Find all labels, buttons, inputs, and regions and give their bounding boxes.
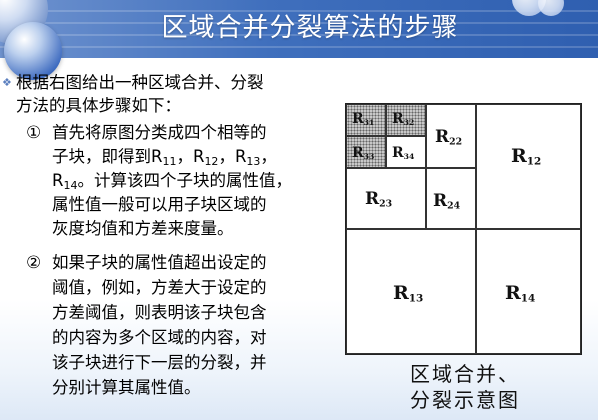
region-r31: R31 bbox=[346, 104, 386, 136]
decorative-orb bbox=[538, 0, 564, 16]
step-1-text: ，R bbox=[176, 147, 205, 166]
slide-title: 区域合并分裂算法的步骤 bbox=[161, 13, 459, 43]
region-r33: R33 bbox=[346, 136, 386, 168]
region-label: R22 bbox=[435, 127, 463, 148]
region-r13: R13 bbox=[346, 229, 476, 354]
region-label: R14 bbox=[505, 282, 536, 305]
step-1-line-3: R14。计算该四个子块的属性值， bbox=[52, 170, 292, 197]
region-label: R31 bbox=[352, 111, 375, 127]
region-r24: R24 bbox=[426, 168, 476, 229]
title-bar: 区域合并分裂算法的步骤 bbox=[0, 0, 598, 58]
step-2-line-3: 方差阈值，则表明该子块包含 bbox=[52, 303, 267, 322]
intro-line-2: 方法的具体步骤如下： bbox=[16, 96, 181, 115]
step-2-line-2: 阈值，例如，方差大于设定的 bbox=[52, 278, 267, 297]
region-r22: R22 bbox=[426, 104, 476, 168]
step-1-marker: ① bbox=[26, 123, 42, 143]
region-r34: R34 bbox=[386, 136, 426, 168]
region-r12: R12 bbox=[476, 104, 581, 229]
intro-line-1: 根据右图给出一种区域合并、分裂 bbox=[16, 73, 264, 92]
step-1-text: ，R bbox=[218, 147, 247, 166]
region-label: R12 bbox=[511, 145, 542, 168]
quadtree-diagram: R31 R32 R33 R34 R22 R23 R24 R12 R13 R14 bbox=[345, 103, 582, 355]
region-label: R24 bbox=[433, 191, 461, 212]
region-r23: R23 bbox=[346, 168, 426, 229]
diamond-bullet-icon: ❖ bbox=[2, 76, 12, 89]
step-1-line-1: 首先将原图分类成四个相等的 bbox=[52, 123, 267, 142]
step-2-marker: ② bbox=[26, 253, 42, 273]
subscript: 14 bbox=[63, 179, 78, 192]
decorative-orb bbox=[512, 0, 546, 16]
subscript: 11 bbox=[162, 155, 177, 168]
decorative-orb bbox=[4, 22, 62, 80]
subscript: 12 bbox=[204, 155, 219, 168]
step-2-line-6: 分别计算其属性值。 bbox=[52, 378, 201, 397]
step-1-text: R bbox=[52, 171, 64, 190]
header-stripe bbox=[0, 46, 598, 48]
step-2-line-5: 该子块进行下一层的分裂，并 bbox=[52, 353, 267, 372]
step-1-text: 子块，即得到R bbox=[52, 147, 163, 166]
step-2-line-4: 的内容为多个区域的内容，对 bbox=[52, 328, 267, 347]
step-1-line-5: 灰度均值和方差来度量。 bbox=[52, 219, 234, 238]
diagram-caption-line-2: 分裂示意图 bbox=[410, 388, 520, 412]
region-r32: R32 bbox=[386, 104, 426, 136]
header-stripe bbox=[0, 34, 598, 36]
header-stripe bbox=[0, 10, 598, 12]
header-stripe bbox=[0, 22, 598, 24]
region-label: R32 bbox=[392, 111, 415, 127]
region-label: R23 bbox=[365, 189, 393, 210]
step-1-text: 。计算该四个子块的属性值， bbox=[77, 171, 292, 190]
diagram-caption-line-1: 区域合并、 bbox=[410, 362, 520, 386]
step-1-line-4: 属性值一般可以用子块区域的 bbox=[52, 195, 267, 214]
step-1-text: ， bbox=[260, 147, 277, 166]
step-2-line-1: 如果子块的属性值超出设定的 bbox=[52, 253, 267, 272]
subscript: 13 bbox=[246, 155, 261, 168]
region-label: R13 bbox=[393, 282, 424, 305]
region-label: R33 bbox=[352, 145, 375, 161]
step-1-line-2: 子块，即得到R11，R12，R13， bbox=[52, 146, 277, 173]
region-r14: R14 bbox=[476, 229, 581, 354]
region-label: R34 bbox=[392, 145, 415, 161]
